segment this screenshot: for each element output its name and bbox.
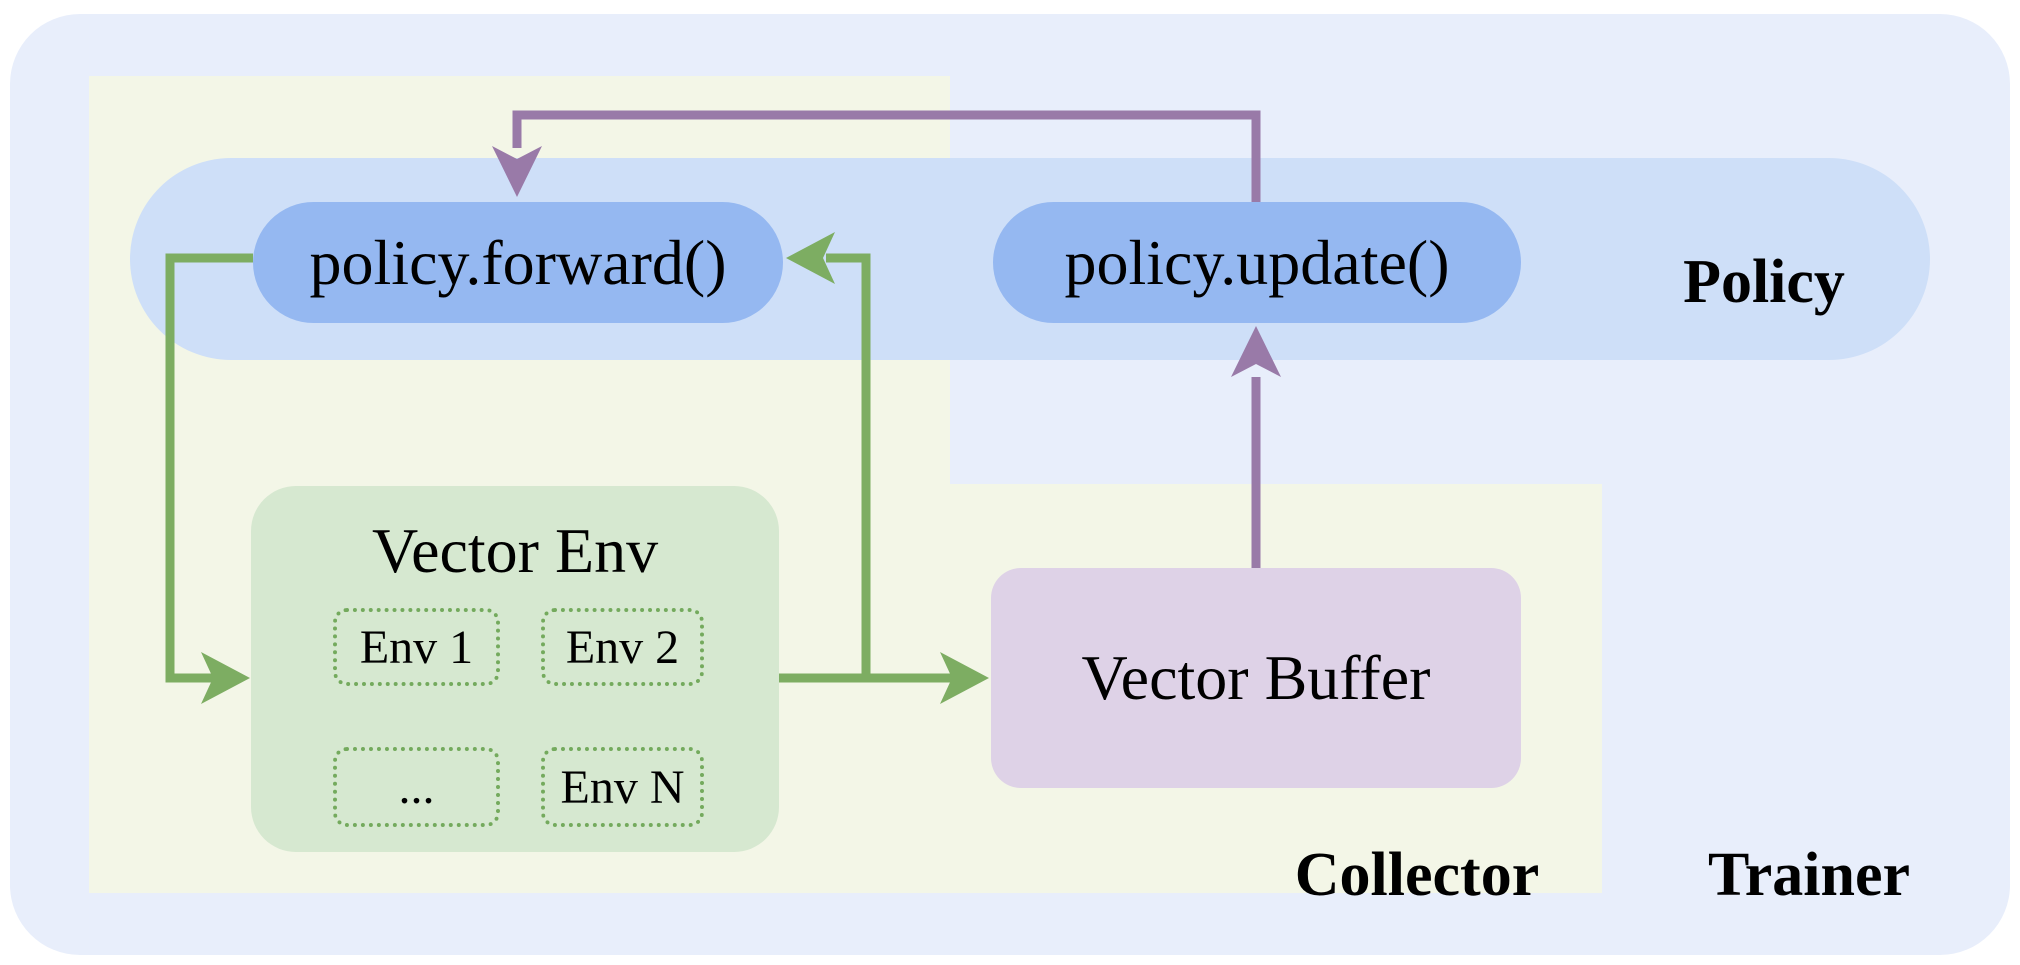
vector-buffer-label: Vector Buffer — [1081, 642, 1431, 713]
policy-update-label: policy.update() — [1064, 226, 1450, 298]
env-1-cell: Env 1 — [333, 608, 500, 686]
policy-forward-label: policy.forward() — [309, 226, 727, 298]
trainer-region-label: Trainer — [1707, 840, 1910, 909]
vector-env-title: Vector Env — [371, 515, 659, 586]
env-2-label: Env 2 — [565, 620, 680, 674]
env-1-label: Env 1 — [359, 620, 474, 674]
policy-update-node: policy.update() — [993, 202, 1521, 323]
vector-env-node — [251, 486, 779, 852]
vector-buffer-node: Vector Buffer — [991, 568, 1521, 788]
env-n-cell: Env N — [541, 747, 704, 827]
policy-forward-node: policy.forward() — [253, 202, 783, 323]
env-ellipsis-label: ... — [398, 760, 435, 814]
env-ellipsis-cell: ... — [333, 747, 500, 827]
collector-region-label: Collector — [1294, 840, 1540, 909]
env-n-label: Env N — [560, 760, 685, 814]
env-2-cell: Env 2 — [541, 608, 704, 686]
policy-region-label: Policy — [1683, 247, 1845, 316]
